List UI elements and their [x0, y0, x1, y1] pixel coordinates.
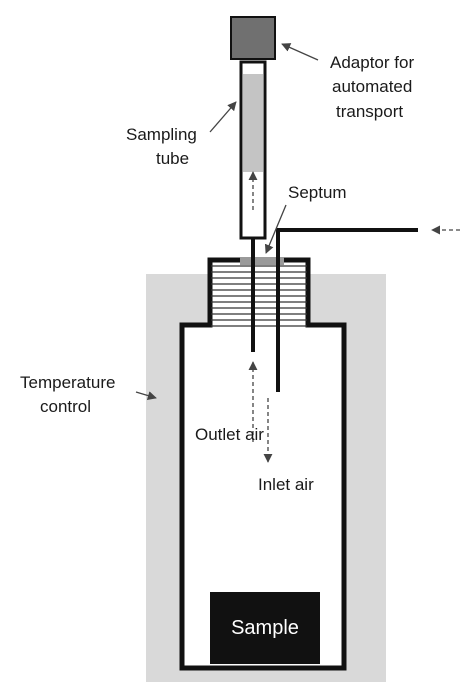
septum-pointer	[264, 204, 287, 254]
adaptor-label-line-1: Adaptor for	[330, 53, 414, 72]
septum	[240, 257, 284, 265]
temperature-control-label-line-2: control	[40, 397, 91, 416]
inlet-air-label: Inlet air	[258, 475, 314, 494]
temperature-control-label-line-1: Temperature	[20, 373, 115, 392]
sampling-tube-label-line-2: tube	[156, 149, 189, 168]
temperature-control-pointer	[135, 391, 157, 401]
septum-label: Septum	[288, 183, 347, 202]
sample-label: Sample	[231, 617, 299, 639]
outlet-air-label: Outlet air	[195, 425, 264, 444]
adaptor-pointer	[281, 43, 319, 61]
adaptor-block	[230, 16, 276, 60]
inlet-needle	[276, 228, 418, 392]
sampling-tube-label-line-1: Sampling	[126, 125, 197, 144]
sampling-tube-packing	[243, 74, 263, 172]
septum-threads	[211, 265, 307, 327]
vial-body	[179, 257, 347, 671]
adaptor-label-line-3: transport	[336, 102, 403, 121]
sampling-tube-pointer	[209, 101, 237, 133]
adaptor-label-line-2: automated	[332, 77, 412, 96]
sample-block	[210, 592, 320, 664]
